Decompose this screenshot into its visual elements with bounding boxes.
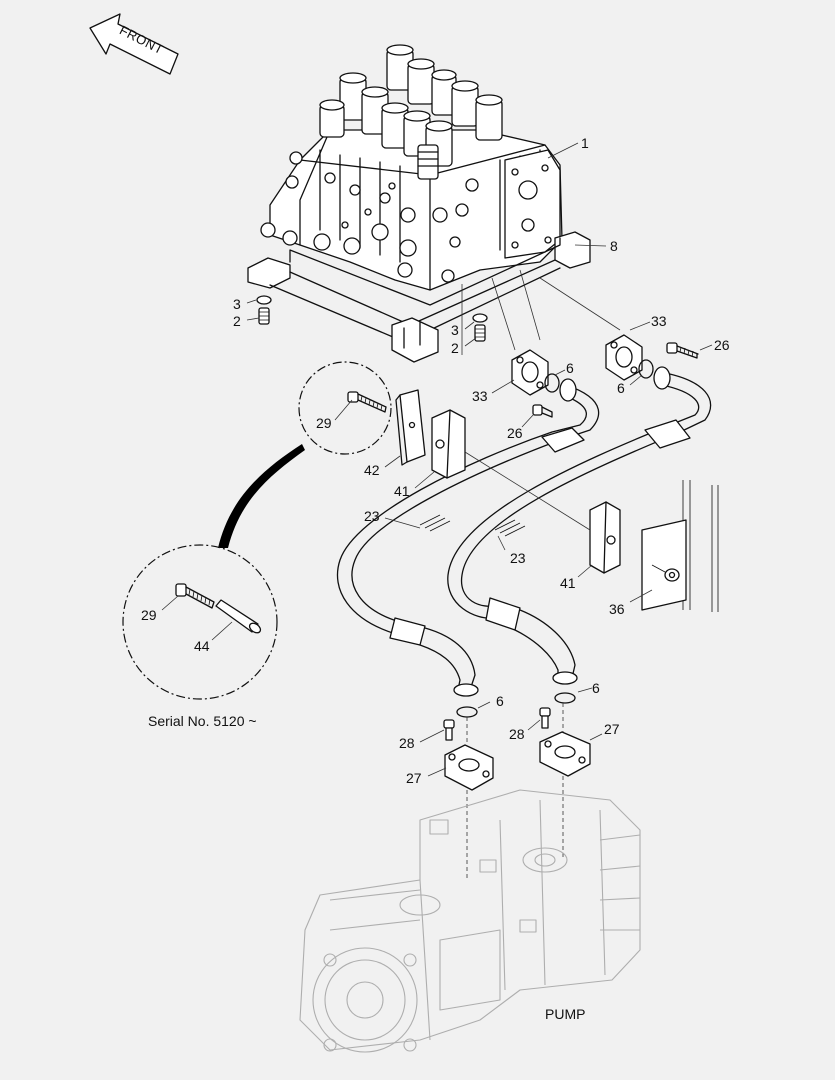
detail-connector [218,444,305,548]
callout-29: 29 [316,415,332,431]
callout-26: 26 [507,425,523,441]
callout-2: 2 [451,340,459,356]
clamp-block-41-upper [431,409,466,479]
flange-27-right [539,731,591,777]
washer-bolt-right [472,313,488,342]
callout-41: 41 [394,483,410,499]
callout-labels: 1 8 3 2 3 2 33 26 33 6 6 26 29 42 41 23 … [141,135,730,786]
detail-circle-upper [298,361,392,455]
callout-6: 6 [592,680,600,696]
callout-23: 23 [510,550,526,566]
o-ring-6d [554,692,576,704]
callout-3: 3 [233,296,241,312]
o-ring-6c [456,706,478,718]
bolt-28-left [443,719,455,741]
hose-hatch-a [419,514,451,532]
hose-hatch-b [494,519,526,537]
pump-label: PUMP [545,1006,585,1022]
callout-44: 44 [194,638,210,654]
callout-28: 28 [509,726,525,742]
mounting-bracket [247,231,591,363]
frame-panel [641,480,719,612]
flange-27-left [444,744,494,791]
callout-23: 23 [364,508,380,524]
callout-42: 42 [364,462,380,478]
callout-33: 33 [651,313,667,329]
clamp-plate-42 [395,389,426,466]
o-ring-6a [544,373,560,393]
callout-28: 28 [399,735,415,751]
callout-33: 33 [472,388,488,404]
bolt-26-lower [532,404,553,418]
callout-3: 3 [451,322,459,338]
clamp-block-41-lower [589,501,621,574]
callout-27: 27 [604,721,620,737]
bolt-28-right [539,707,551,729]
callout-1: 1 [581,135,589,151]
o-ring-6b [638,359,654,379]
flange-33-right [605,334,643,381]
callout-36: 36 [609,601,625,617]
pump-ghost [299,789,641,1053]
callout-41: 41 [560,575,576,591]
callout-27: 27 [406,770,422,786]
hose-23-left [336,378,600,697]
front-arrow: FRONT [89,13,179,75]
callout-6: 6 [566,360,574,376]
callout-29: 29 [141,607,157,623]
callout-6: 6 [617,380,625,396]
bolt-26-upper [666,342,699,359]
callout-26: 26 [714,337,730,353]
leader-lines [161,142,713,777]
serial-number-note: Serial No. 5120 ~ [148,713,257,729]
callout-6: 6 [496,693,504,709]
detail-circle-lower [122,544,278,700]
control-valve [260,44,563,291]
flange-33-left [511,349,549,396]
callout-2: 2 [233,313,241,329]
callout-8: 8 [610,238,618,254]
washer-bolt-left [256,295,272,325]
